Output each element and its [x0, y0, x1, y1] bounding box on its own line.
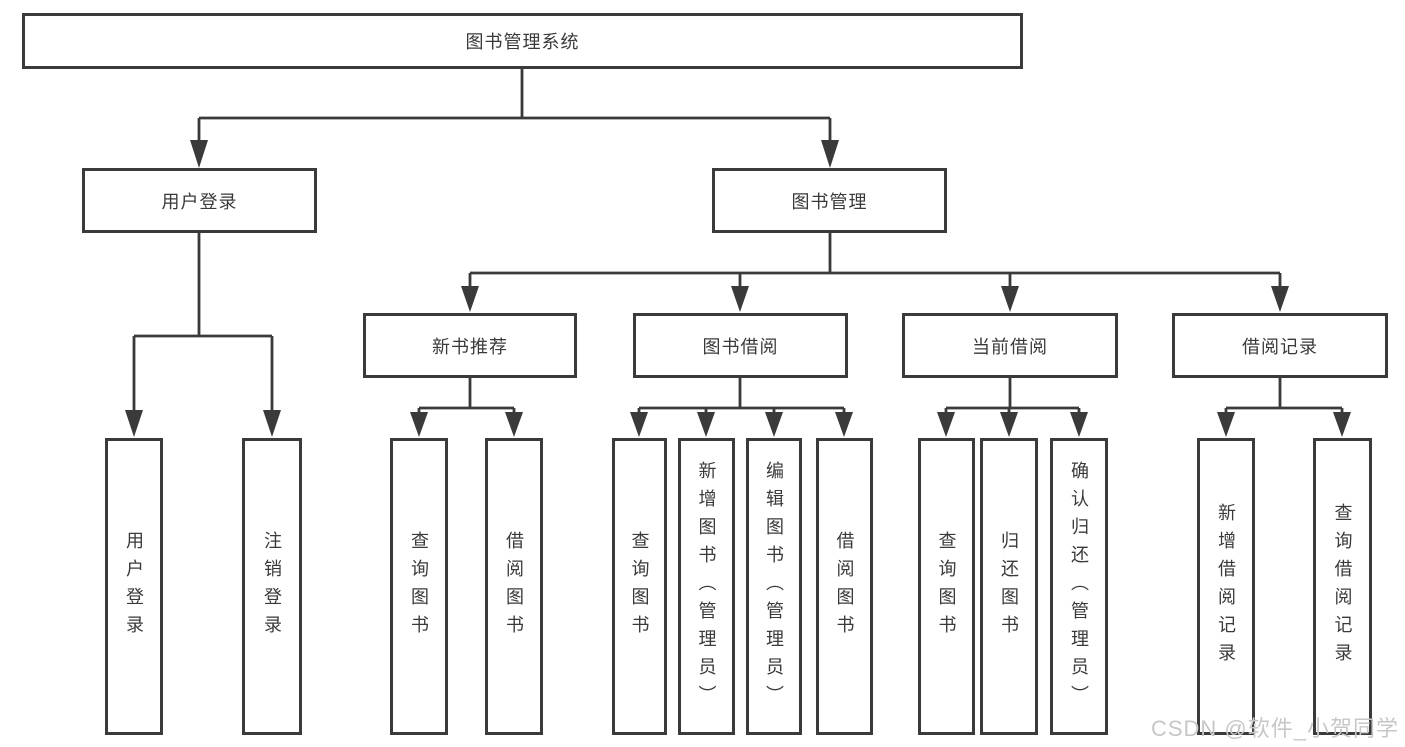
node-user-login: 用户登录	[82, 168, 317, 233]
leaf-edit-book-admin: 编辑图书（管理员）	[746, 438, 802, 735]
node-user-login-label: 用户登录	[161, 191, 238, 212]
node-new-book-recommend-label: 新书推荐	[432, 336, 508, 357]
leaf-return-book-label: 归还图书	[999, 530, 1019, 643]
leaf-return-book: 归还图书	[980, 438, 1038, 735]
leaf-query-books-1: 查询图书	[390, 438, 448, 735]
leaf-add-book-admin: 新增图书（管理员）	[678, 438, 735, 735]
node-borrowing-records-label: 借阅记录	[1242, 336, 1318, 357]
leaf-query-books-3-label: 查询图书	[936, 530, 957, 643]
leaf-borrow-books-1-label: 借阅图书	[504, 530, 524, 643]
leaf-query-borrow-record-label: 查询借阅记录	[1332, 502, 1353, 671]
leaf-query-books-2-label: 查询图书	[629, 530, 650, 643]
leaf-confirm-return-admin: 确认归还（管理员）	[1050, 438, 1108, 735]
leaf-query-books-1-label: 查询图书	[409, 530, 429, 643]
node-current-borrowing: 当前借阅	[902, 313, 1118, 378]
leaf-query-books-2: 查询图书	[612, 438, 667, 735]
csdn-watermark: CSDN @软件_小贺同学	[1150, 716, 1399, 741]
node-root-label: 图书管理系统	[465, 32, 580, 52]
leaf-query-books-3: 查询图书	[918, 438, 975, 735]
node-current-borrowing-label: 当前借阅	[972, 336, 1048, 357]
node-book-borrowing-label: 图书借阅	[702, 336, 779, 357]
leaf-add-book-admin-label: 新增图书（管理员）	[696, 460, 717, 713]
leaf-user-login-label: 用户登录	[124, 530, 144, 643]
leaf-confirm-return-admin-label: 确认归还（管理员）	[1069, 460, 1089, 713]
node-new-book-recommend: 新书推荐	[363, 313, 577, 378]
leaf-query-borrow-record: 查询借阅记录	[1313, 438, 1372, 735]
node-borrowing-records: 借阅记录	[1172, 313, 1388, 378]
leaf-logout-label: 注销登录	[262, 530, 282, 643]
leaf-add-borrow-record: 新增借阅记录	[1197, 438, 1255, 735]
node-book-borrowing: 图书借阅	[633, 313, 848, 378]
leaf-user-login: 用户登录	[105, 438, 163, 735]
node-book-management-label: 图书管理	[791, 191, 868, 212]
node-root: 图书管理系统	[22, 13, 1023, 69]
node-book-management: 图书管理	[712, 168, 947, 233]
leaf-logout: 注销登录	[242, 438, 302, 735]
leaf-add-borrow-record-label: 新增借阅记录	[1216, 502, 1236, 671]
leaf-edit-book-admin-label: 编辑图书（管理员）	[764, 460, 784, 713]
leaf-borrow-books-1: 借阅图书	[485, 438, 543, 735]
leaf-borrow-books-2: 借阅图书	[816, 438, 873, 735]
leaf-borrow-books-2-label: 借阅图书	[834, 530, 855, 643]
